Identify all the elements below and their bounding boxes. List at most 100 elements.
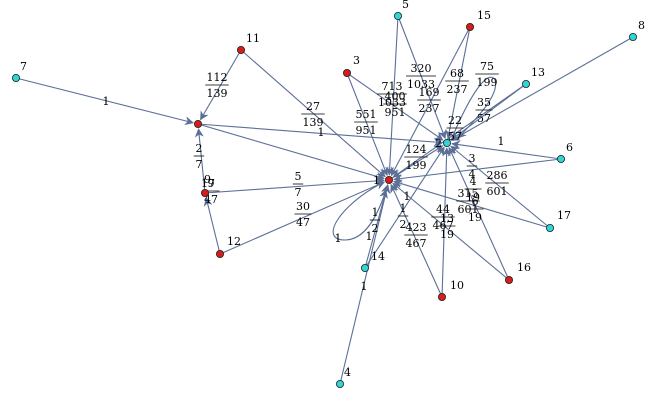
edge-weight-denominator: 237 [447,83,468,96]
node-label-13: 13 [531,66,545,79]
edge-weight-denominator: 1033 [407,78,435,91]
edge-weight-label: 1 [404,190,411,203]
node-14[interactable] [360,263,369,272]
node-label-12: 12 [227,235,241,248]
node-7[interactable] [11,74,20,83]
node-label-2: 2 [435,137,442,150]
edge-weight-denominator: 47 [296,216,310,229]
edge-weight-label: 619 [466,195,484,224]
edge-5-to-2 [397,15,447,140]
edge-3-to-2 [346,72,444,141]
edge-weight-label: 12 [397,202,409,231]
edge-weight-text: 17 [201,177,215,190]
edge-10-to-1 [390,183,443,298]
edge-weight-denominator: 467 [406,237,427,250]
edge-weight-denominator: 57 [448,130,462,143]
node-6[interactable] [557,154,566,163]
edge-weight-label: 320 1033 [406,62,436,91]
edge-weight-label: 34 [466,152,478,181]
node-12[interactable] [215,249,224,258]
edge-weight-text: 1 [335,232,342,245]
edge-weight-numerator: 1 [400,202,407,215]
edge-weight-numerator: 9 [208,177,215,190]
node-label-14: 14 [371,250,385,263]
edge-weight-label: 17 [201,177,215,190]
node-9[interactable] [200,188,209,197]
node-15[interactable] [465,22,474,31]
node-10[interactable] [437,292,446,301]
edges-layer [15,15,634,385]
node-18[interactable] [193,120,202,129]
node-13[interactable] [522,80,531,89]
edge-weight-text: 1 [366,230,373,243]
edge-weight-text: 1 [318,126,325,139]
edge-18-to-2 [197,123,443,147]
edge-weight-numerator: 169 [419,86,440,99]
edge-weight-numerator: 68 [450,67,464,80]
node-11[interactable] [236,46,245,55]
edge-16-to-2 [448,146,510,281]
node-label-7: 7 [20,60,27,73]
node-label-3: 3 [353,54,360,67]
node-2[interactable] [442,138,451,147]
edge-weight-denominator: 57 [477,112,491,125]
edge-6-to-1 [393,158,562,183]
node-label-9: 9 [204,173,211,186]
node-4[interactable] [335,379,344,388]
edge-weight-label: 1 [103,95,110,108]
edge-weight-label: 12 [369,206,381,235]
node-label-1: 1 [373,174,380,187]
node-16[interactable] [504,275,513,284]
edge-weight-text: 1 [404,190,411,203]
edge-weight-denominator: 601 [458,203,479,216]
node-17[interactable] [546,223,555,232]
edge-weight-denominator: 951 [356,124,377,137]
edge-4-to-1 [339,184,391,385]
edge-18-to-1 [197,123,385,181]
edge-weight-label: 1 [366,230,373,243]
edge-15-to-1 [390,26,471,177]
edge-weight-denominator: 199 [406,159,427,172]
node-8[interactable] [629,33,638,42]
edge-weight-numerator: 3 [469,152,476,165]
edge-weight-numerator: 713 [382,80,403,93]
edge-weight-denominator: 7 [295,186,302,199]
edge-weight-label: 27 [193,142,205,171]
edge-weight-denominator: 7 [196,158,203,171]
node-label-10: 10 [450,279,464,292]
edge-weight-label: 57 [292,170,304,199]
edge-weight-numerator: 44 [436,203,450,216]
edge-weight-denominator: 2 [400,218,407,231]
edge-weight-numerator: 286 [487,169,508,182]
node-label-6: 6 [566,141,573,154]
edge-weight-numerator: 13 [440,212,454,225]
node-5[interactable] [393,11,402,20]
edge-weight-numerator: 2 [196,142,203,155]
edge-weight-numerator: 320 [411,62,432,75]
node-label-4: 4 [344,366,351,379]
edge-weight-denominator: 199 [477,76,498,89]
edge-weight-numerator: 112 [207,71,228,84]
node-1[interactable] [384,175,393,184]
node-3[interactable] [342,69,351,78]
node-label-17: 17 [557,209,571,222]
edge-weight-denominator: 47 [204,193,218,206]
node-label-11: 11 [246,32,260,45]
edge-17-to-1 [393,179,551,229]
edge-15-to-2 [445,26,471,139]
edge-7-to-18 [15,77,194,126]
edge-16-to-1 [392,182,510,281]
edge-9-to-18 [194,128,206,194]
edge-weight-text: 1 [103,95,110,108]
edge-weight-numerator: 27 [306,100,320,113]
